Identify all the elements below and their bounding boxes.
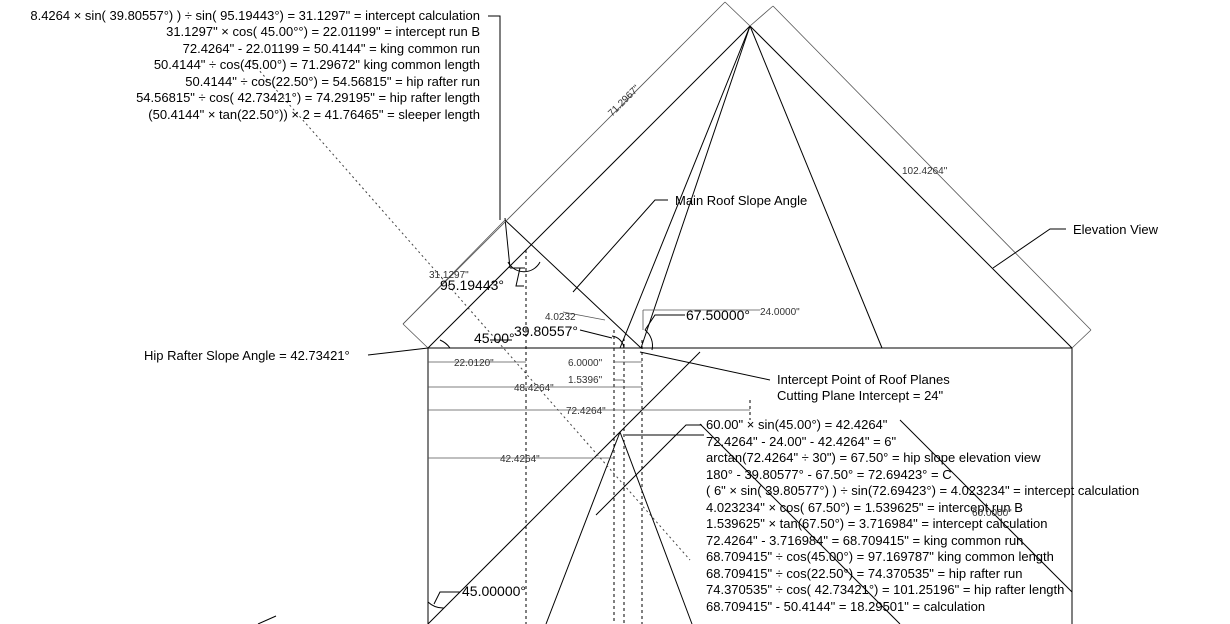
plan-angle-arc-45 [427, 601, 445, 609]
angle-45b-label: 45.00000° [462, 583, 526, 599]
leader-elevation [992, 228, 1066, 269]
angle-arc-39 [611, 335, 625, 349]
bottom-calc-line: arctan(72.4264" ÷ 30") = 67.50° = hip sl… [706, 450, 1041, 465]
top-calc-line: 31.1297" × cos( 45.00°°) = 22.01199" = i… [166, 24, 480, 39]
bottom-calc-line: 68.709415" - 50.4144" = 18.29501" = calc… [706, 599, 985, 614]
angle-95-label: 95.19443° [440, 277, 504, 293]
top-calc-line: 72.4264" - 22.01199 = 50.4144" = king co… [183, 41, 480, 56]
elevation-view-label: Elevation View [1073, 222, 1159, 237]
plan-ridge-diagonal [699, 423, 901, 624]
angle-45-label: 45.00° [474, 330, 515, 346]
dim-60-text: 60.0000" [972, 508, 1012, 519]
dim-ext-102a [749, 5, 774, 27]
dim-24-text: 24.0000" [760, 307, 800, 318]
top-calc-line: 50.4144" ÷ cos(22.50°) = 54.56815" = hip… [185, 74, 480, 89]
bottom-calculations: 60.00" × sin(45.00°) = 42.4264" 72.4264"… [706, 417, 1139, 614]
plan-60-dim-line [899, 419, 1073, 593]
angle-labels: 95.19443° 45.00° 39.80557° 67.50000° 45.… [440, 277, 750, 599]
bottom-calc-line: 72.4264" - 24.00" - 42.4264" = 6" [706, 434, 897, 449]
dim-22-text: 22.0120" [454, 358, 494, 369]
top-calc-line: 8.4264 × sin( 39.80557°) ) ÷ sin( 95.194… [30, 8, 480, 23]
dim-71-text: 71.2967" [606, 83, 642, 119]
elevation-dimensions [402, 1, 1092, 349]
plan-dimensions [428, 361, 750, 459]
dim-42-text: 42.4264" [500, 454, 540, 465]
top-calc-line: 50.4144" ÷ cos(45.00°) = 71.29672" king … [154, 57, 480, 72]
bottom-calc-line: 4.023234" × cos( 67.50°) = 1.539625" = i… [706, 500, 1023, 515]
dim-line-4 [562, 311, 606, 321]
bottom-calc-line: ( 6" × sin( 39.80577°) ) ÷ sin(72.69423°… [706, 483, 1139, 498]
hip-line-right [749, 25, 883, 349]
dim-ext-71a [402, 323, 429, 349]
top-calculations: 8.4264 × sin( 39.80557°) ) ÷ sin( 95.194… [30, 8, 480, 122]
intercept-line [640, 25, 751, 349]
bottom-calc-line: 1.539625" × tan(67.50°) = 3.716984" = in… [706, 516, 1047, 531]
dim-48-text: 48.4264" [514, 383, 554, 394]
angle-arc-67 [644, 329, 653, 351]
cutting-plane-label: Cutting Plane Intercept = 24" [777, 388, 944, 403]
dim-102-text: 102.4264" [902, 166, 948, 177]
dim-ext-71b [724, 1, 751, 27]
callout-labels: Main Roof Slope Angle Elevation View Hip… [144, 193, 1159, 403]
right-roof-line [749, 25, 1073, 349]
top-calc-line: 54.56815" ÷ cos( 42.73421°) = 74.29195" … [136, 90, 480, 105]
cutting-plane-dotted [249, 59, 691, 561]
leader-top-calc [488, 15, 501, 220]
angle-67-label: 67.50000° [686, 307, 750, 323]
leader-67 [644, 314, 685, 331]
leader-lines [257, 15, 1066, 624]
plan-outline [427, 348, 1073, 624]
dim-72-text: 72.4264" [566, 406, 606, 417]
angle-arc-95 [507, 261, 541, 273]
dim-line-102 [772, 5, 1092, 331]
bottom-calc-line: 72.4264" - 3.716984" = 68.709415" = king… [706, 533, 1023, 548]
leader-95 [515, 267, 524, 287]
main-roof-slope-label: Main Roof Slope Angle [675, 193, 807, 208]
dim-15-text: 1.5396" [568, 375, 603, 386]
hip-line-left [619, 25, 751, 349]
main-slope-line [504, 219, 642, 349]
dim-line-31 [402, 219, 506, 325]
leader-hip-slope [367, 347, 429, 356]
dim-ext-102b [1071, 329, 1092, 349]
left-roof-line [427, 25, 751, 349]
angle-arc-45 [439, 339, 451, 349]
leader-60 [595, 424, 702, 516]
plan-diagonal-45 [427, 351, 701, 624]
plan-hip-left [545, 431, 621, 624]
bottom-calc-line: 74.370535" ÷ cos( 42.73421°) = 101.25196… [706, 582, 1064, 597]
bottom-calc-line: 68.709415" ÷ cos(45.00°) = 97.169787" ki… [706, 549, 1054, 564]
dim-6-text: 6.0000" [568, 358, 603, 369]
reference-dashed-lines [249, 59, 751, 624]
bottom-calc-line: 180° - 39.80577° - 67.50° = 72.69423° = … [706, 467, 952, 482]
dim-line-71 [402, 1, 726, 325]
dim-4-text: 4.0232 [545, 312, 576, 323]
angle-39-label: 39.80557° [514, 323, 578, 339]
leader-bottom-left [257, 615, 277, 624]
top-calc-line: (50.4144" × tan(22.50°)) × 2 = 41.76465"… [148, 107, 480, 122]
leader-39 [579, 329, 613, 339]
leader-45b [433, 591, 460, 605]
hip-rafter-slope-label: Hip Rafter Slope Angle = 42.73421° [144, 348, 350, 363]
bottom-calc-line: 68.709415" ÷ cos(22.50°) = 74.370535" = … [706, 566, 1022, 581]
dim-31-text: 31.1297" [429, 270, 469, 281]
intercept-point-label: Intercept Point of Roof Planes [777, 372, 950, 387]
bottom-calc-line: 60.00" × sin(45.00°) = 42.4264" [706, 417, 888, 432]
leader-intercept [639, 351, 771, 381]
plan-hip-right [619, 431, 693, 624]
leader-main-slope [572, 199, 668, 293]
elevation-outline [427, 25, 1073, 351]
intercept-vertical [504, 217, 511, 269]
